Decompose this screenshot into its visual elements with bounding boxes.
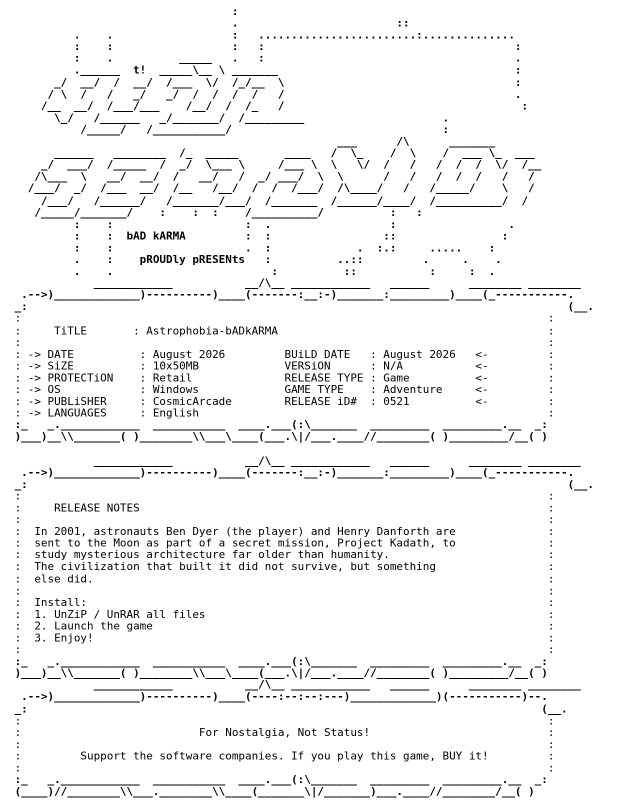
- logo-art-line: : : bAD kARMA : : :: :: [8, 229, 509, 243]
- footer-slogan: : For Nostalgia, Not Status! :: [8, 726, 555, 739]
- logo-art-line: /___/ /______/ /_______/___/ /_______ /_…: [8, 194, 529, 207]
- release-notes-text: : else did. :: [8, 572, 555, 586]
- footer-support: : Support the software companies. If you…: [8, 749, 555, 763]
- logo-art-line: : : : . : .: [8, 217, 515, 231]
- install-step: : 2. Launch the game :: [8, 619, 555, 633]
- info-field-row: : -> SiZE : 10x50MB VERSiON : N/A <- :: [8, 359, 555, 373]
- logo-art-line: /___/ _/ /___ __/ /__ /__/ / / /___/ /\_…: [8, 182, 535, 196]
- footer-box-spacer: : :: [8, 761, 555, 775]
- logo-art-line: :: [8, 5, 239, 18]
- logo-art-line: .______ t! _____\__ \ _______ :: [8, 64, 522, 77]
- release-notes-text: : The civilization that built it did not…: [8, 560, 555, 574]
- info-box-top-border: ____________ __/\__ ____________ ______ …: [14, 276, 594, 314]
- info-field-row: : -> DATE : August 2026 BUiLD DATE : Aug…: [8, 347, 555, 361]
- logo-art-line: : . _____ . : .: [8, 52, 522, 66]
- release-notes-heading: : RELEASE NOTES :: [8, 501, 555, 515]
- logo-art-line: /__ __/ /___/___ /__/ / /_ / :: [8, 99, 529, 113]
- footer-box-top-border: ____________ __/\__ ____________ ______ …: [14, 678, 581, 716]
- notes-box-spacer: : :: [8, 584, 555, 597]
- logo-art-line: : : . : . :.: ..... :: [8, 241, 496, 255]
- notes-box-bottom-border: :_ _.____________ ___________ ____.___(:…: [14, 655, 548, 680]
- logo-art-line: \_/ /______ _/_______/ /_________ .: [8, 111, 515, 125]
- logo-art-line: . ::: [8, 16, 410, 30]
- footer-box-spacer: : :: [8, 737, 555, 751]
- logo-art-line: ___ /\ _______: [8, 135, 515, 148]
- install-step: : 1. UnZiP / UnRAR all files :: [8, 607, 555, 621]
- release-notes-text: : sent to the Moon as part of a secret m…: [8, 536, 555, 550]
- logo-art-line: . . : :: : : .: [8, 265, 496, 278]
- notes-box-spacer: : :: [8, 513, 555, 527]
- info-field-row: : -> PUBLiSHER : CosmicArcade RELEASE iD…: [8, 395, 555, 408]
- footer-box-bottom-border: :_ _.____________ ___________ ____.___(:…: [14, 773, 548, 798]
- install-step: : 3. Enjoy! :: [8, 631, 555, 645]
- logo-art-line: /_____/_______/ : : : /__________/ : :: [8, 205, 502, 219]
- info-box-spacer: : :: [8, 335, 555, 349]
- install-heading: : Install: :: [8, 596, 555, 609]
- release-notes-text: : study mysterious architecture far olde…: [8, 548, 555, 562]
- notes-box-spacer: : :: [8, 489, 555, 503]
- title-row: : TiTLE : Astrophobia-bADkARMA :: [8, 324, 555, 337]
- logo-art-line: /\___ \ __/ __/ / __/ / _/ ___/ \ \ / / …: [8, 170, 535, 184]
- logo-art-line: : : : : :: [8, 40, 522, 54]
- logo-art-line: _/ __/ / __/ /___ \/ /_/__ \ :: [8, 75, 522, 89]
- release-notes-text: : In 2001, astronauts Ben Dyer (the play…: [8, 525, 555, 538]
- nfo-document: : . :: . . : ........................:..…: [8, 5, 594, 798]
- info-box-spacer: : :: [8, 312, 555, 326]
- info-field-row: : -> LANGUAGES : English :: [8, 406, 555, 420]
- info-field-row: : -> OS : Windows GAME TYPE : Adventure …: [8, 383, 555, 396]
- logo-art-line: /_____/ /___________/ :: [8, 123, 515, 136]
- footer-box-spacer: : :: [8, 714, 555, 727]
- notes-box-spacer: : :: [8, 643, 555, 657]
- logo-art-line: _/ ___/ /_____ / _/ \___ \ /___ \ \ \/ /…: [8, 158, 542, 172]
- logo-art-line: ______ ________ /_ _____ ____ / \_ / \ /…: [8, 146, 535, 160]
- logo-art-line: . . : ........................:.........…: [8, 28, 515, 42]
- logo-art-line: . : pROUDly pRESENts : ..:: . . .: [8, 253, 502, 266]
- notes-box-top-border: ____________ __/\__ ____________ ______ …: [14, 454, 594, 491]
- logo-art-line: / \ / / _/ _/ / / / / / .: [8, 87, 522, 101]
- info-box-bottom-border: :_ _.____________ ___________ ____.___(:…: [14, 418, 548, 444]
- info-field-row: : -> PROTECTiON : Retail RELEASE TYPE : …: [8, 371, 555, 385]
